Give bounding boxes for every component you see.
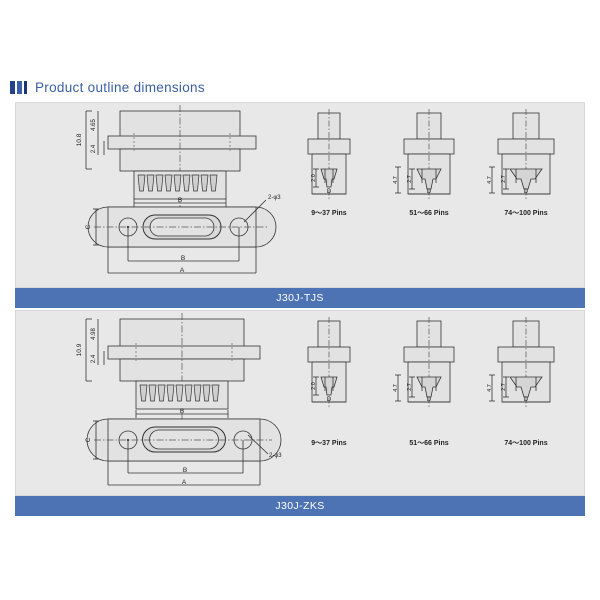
detail-view-2-b: 4.7 2.7 D 51～66 Pins [393, 317, 455, 447]
detail-dim-2-c-2: 2.7 [501, 383, 507, 391]
front-dim-b-1: B [181, 255, 185, 262]
detail-view-2-c: 4.7 2.7 D 74～100 Pins [487, 317, 555, 447]
detail-dim-2-c-1: 4.7 [487, 384, 493, 392]
detail-base-1-b: D [427, 189, 432, 195]
detail-view-2-a: 2.0 D 9～37 Pins [307, 317, 351, 447]
detail-base-2-a: D [327, 397, 332, 403]
side-dim-pinrow-2: B [180, 408, 184, 415]
side-dim-c-2: 4.98 [91, 328, 97, 340]
caption-text-zks: J30J-ZKS [275, 500, 325, 512]
front-hole-note-2: 2-φ3 [269, 453, 282, 459]
detail-dim-1-b-2: 2.7 [407, 175, 413, 183]
detail-base-1-a: D [327, 189, 332, 195]
caption-bar-tjs: J30J-TJS [15, 288, 585, 308]
detail-base-1-c: D [524, 189, 529, 195]
side-dim-b-2: 2.4 [91, 354, 97, 363]
technical-drawing-2: 10.9 2.4 4.98 [76, 313, 555, 486]
detail-dim-1-c-2: 2.7 [501, 175, 507, 183]
page-title: Product outline dimensions [35, 80, 205, 95]
detail-dim-2-a-1: 2.0 [311, 382, 317, 390]
detail-view-1-c: 4.7 2.7 D 74～100 Pins [487, 109, 555, 217]
side-dim-overall-2: 10.9 [76, 343, 83, 356]
section-heading: Product outline dimensions [10, 80, 205, 95]
detail-dim-1-a-1: 2.0 [311, 174, 317, 182]
detail-label-2-c: 74～100 Pins [504, 440, 547, 447]
detail-label-2-b: 51～66 Pins [409, 440, 448, 447]
side-dim-b-1: 2.4 [91, 144, 97, 153]
drawing-panel-tjs: 10.8 2.4 4.65 [15, 102, 585, 288]
front-dim-c-1: C [85, 224, 92, 229]
technical-drawing-1: 10.8 2.4 4.65 [76, 105, 555, 274]
drawing-panel-zks: 10.9 2.4 4.98 [15, 310, 585, 496]
side-dim-pinrow-1: B [178, 197, 182, 204]
front-dim-b-2: B [183, 467, 187, 474]
detail-base-2-c: D [524, 397, 529, 403]
detail-dim-2-b-2: 2.7 [407, 383, 413, 391]
detail-label-1-a: 9～37 Pins [311, 210, 347, 217]
detail-label-2-a: 9～37 Pins [311, 440, 347, 447]
front-hole-note-1: 2-φ3 [268, 195, 281, 201]
detail-dim-1-b-1: 4.7 [393, 176, 399, 184]
detail-dim-1-c-1: 4.7 [487, 176, 493, 184]
detail-view-1-b: 4.7 2.7 D 51～66 Pins [393, 109, 455, 217]
drawing-stage-2: 10.9 2.4 4.98 [16, 311, 584, 495]
drawing-stage-1: 10.8 2.4 4.65 [16, 103, 584, 287]
detail-label-1-b: 51～66 Pins [409, 210, 448, 217]
front-dim-a-2: A [182, 479, 187, 486]
detail-view-1-a: 2.0 D 9～37 Pins [307, 109, 351, 217]
detail-base-2-b: D [427, 397, 432, 403]
caption-bar-zks: J30J-ZKS [15, 496, 585, 516]
detail-label-1-c: 74～100 Pins [504, 210, 547, 217]
side-dim-overall-1: 10.8 [76, 133, 83, 146]
side-dim-c-1: 4.65 [91, 119, 97, 131]
front-dim-c-2: C [85, 437, 92, 442]
front-dim-a-1: A [180, 267, 185, 274]
detail-dim-2-b-1: 4.7 [393, 384, 399, 392]
bar-chart-icon [10, 81, 27, 94]
caption-text-tjs: J30J-TJS [276, 292, 324, 304]
